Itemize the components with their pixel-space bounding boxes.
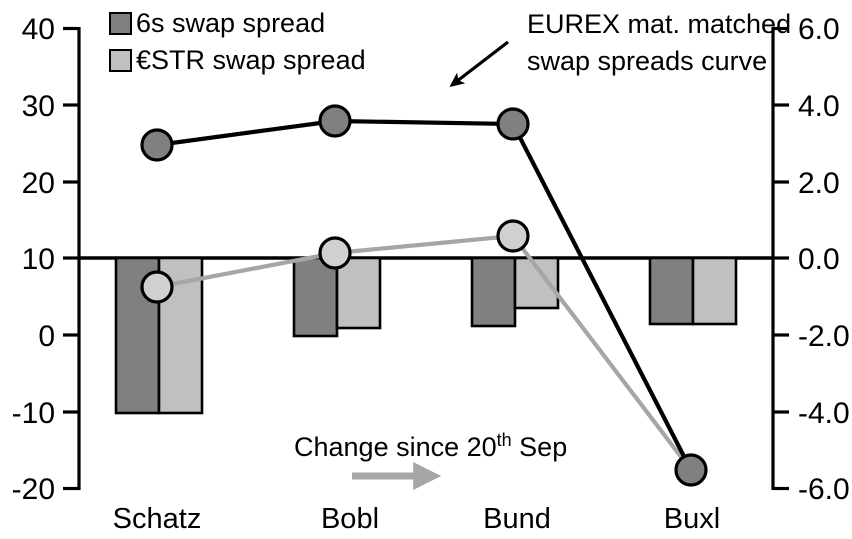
marker-change-bund bbox=[496, 219, 530, 253]
change-since-markers bbox=[140, 219, 530, 304]
marker-change-schatz bbox=[140, 270, 174, 304]
bar-bobl-6s bbox=[292, 256, 339, 338]
eurex-callout: EUREX mat. matched swap spreads curve bbox=[449, 9, 791, 87]
right-tick-label-neg4: -4.0 bbox=[798, 397, 850, 430]
marker-eurex-buxl bbox=[674, 453, 708, 487]
marker-eurex-schatz bbox=[140, 128, 174, 162]
left-tick-label-30: 30 bbox=[22, 90, 55, 123]
legend-label-estr: €STR swap spread bbox=[136, 45, 366, 75]
left-axis: 40 30 20 10 0 -10 -20 bbox=[12, 13, 81, 506]
marker-eurex-bobl bbox=[318, 104, 352, 138]
legend-swatch-estr bbox=[109, 49, 132, 72]
marker-eurex-bund bbox=[496, 107, 530, 141]
bar-buxl-6s bbox=[648, 256, 695, 326]
left-tick-label-neg10: -10 bbox=[12, 397, 55, 430]
category-label-bund: Bund bbox=[483, 503, 551, 535]
category-labels: Schatz Bobl Bund Buxl bbox=[113, 503, 721, 535]
left-tick-label-0: 0 bbox=[38, 320, 55, 353]
change-note-tail: Sep bbox=[512, 432, 568, 462]
left-tick-label-40: 40 bbox=[22, 13, 55, 46]
category-label-buxl: Buxl bbox=[664, 503, 720, 535]
legend-label-6s: 6s swap spread bbox=[136, 8, 325, 38]
change-note-text: Change since 20th Sep bbox=[294, 430, 567, 462]
right-tick-label-neg6: -6.0 bbox=[798, 473, 850, 506]
callout-arrow-icon bbox=[449, 40, 509, 87]
callout-text-line2: swap spreads curve bbox=[527, 46, 767, 76]
right-tick-label-4: 4.0 bbox=[798, 90, 840, 123]
change-since-line bbox=[156, 233, 693, 472]
bar-bobl-estr bbox=[335, 256, 382, 330]
callout-text-line1: EUREX mat. matched bbox=[527, 9, 791, 39]
right-tick-label-6: 6.0 bbox=[798, 13, 840, 46]
bars-group bbox=[114, 256, 738, 415]
category-label-bobl: Bobl bbox=[321, 503, 379, 535]
left-tick-label-20: 20 bbox=[22, 167, 55, 200]
eurex-curve-line bbox=[156, 118, 693, 471]
right-tick-label-2: 2.0 bbox=[798, 167, 840, 200]
category-label-schatz: Schatz bbox=[113, 503, 202, 535]
change-note-main: Change since 20 bbox=[294, 432, 497, 462]
left-tick-label-neg20: -20 bbox=[12, 473, 55, 506]
eurex-curve-markers bbox=[140, 104, 708, 487]
marker-change-bobl bbox=[318, 236, 352, 270]
legend: 6s swap spread €STR swap spread bbox=[109, 8, 366, 75]
change-since-note: Change since 20th Sep bbox=[294, 430, 567, 490]
right-tick-label-neg2: -2.0 bbox=[798, 320, 850, 353]
legend-swatch-6s bbox=[109, 12, 132, 35]
right-axis: 6.0 4.0 2.0 0.0 -2.0 -4.0 -6.0 bbox=[771, 13, 850, 506]
right-tick-label-0: 0.0 bbox=[798, 243, 840, 276]
left-tick-label-10: 10 bbox=[22, 243, 55, 276]
bar-bund-6s bbox=[470, 256, 517, 328]
bar-buxl-estr bbox=[691, 256, 738, 326]
change-note-superscript: th bbox=[497, 430, 512, 450]
